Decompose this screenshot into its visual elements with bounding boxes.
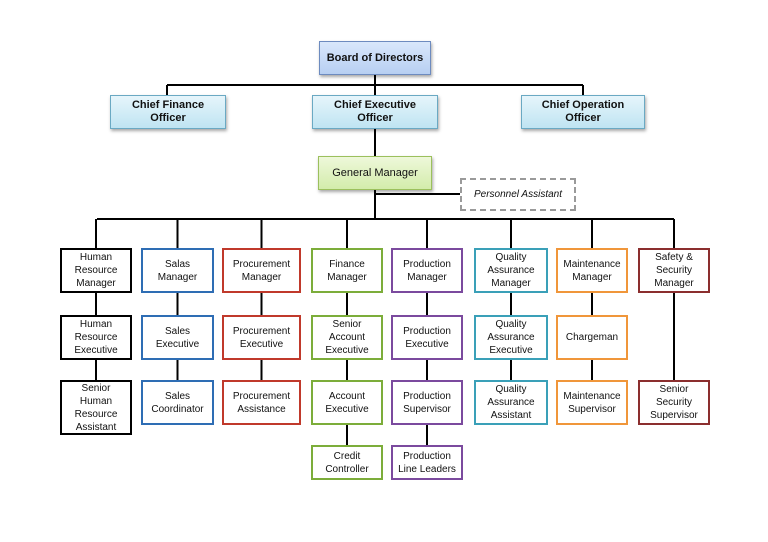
dept-box-4-3: Production Line Leaders [391,445,463,480]
dept-box-4-1: Production Executive [391,315,463,360]
dept-box-0-1: Human Resource Executive [60,315,132,360]
dept-box-5-0: Quality Assurance Manager [474,248,548,293]
dept-box-2-1: Procurement Executive [222,315,301,360]
dept-box-3-1: Senior Account Executive [311,315,383,360]
ceo-box: Chief Executive Officer [312,95,438,129]
coo-box: Chief Operation Officer [521,95,645,129]
dept-box-7-0: Safety & Security Manager [638,248,710,293]
dept-box-0-0: Human Resource Manager [60,248,132,293]
dept-box-0-2: Senior Human Resource Assistant [60,380,132,435]
dept-box-7-1: Senior Security Supervisor [638,380,710,425]
general-manager-box: General Manager [318,156,432,190]
dept-box-4-2: Production Supervisor [391,380,463,425]
cfo-box: Chief Finance Officer [110,95,226,129]
dept-box-3-0: Finance Manager [311,248,383,293]
personnel-assistant-box: Personnel Assistant [460,178,576,211]
dept-box-5-2: Quality Assurance Assistant [474,380,548,425]
dept-box-1-1: Sales Executive [141,315,214,360]
dept-box-3-3: Credit Controller [311,445,383,480]
dept-box-6-1: Chargeman [556,315,628,360]
dept-box-2-0: Procurement Manager [222,248,301,293]
dept-box-1-0: Salas Manager [141,248,214,293]
department-connectors [95,219,675,445]
dept-box-5-1: Quality Assurance Executive [474,315,548,360]
dept-box-1-2: Sales Coordinator [141,380,214,425]
dept-box-6-0: Maintenance Manager [556,248,628,293]
dept-box-2-2: Procurement Assistance [222,380,301,425]
board-of-directors-box: Board of Directors [319,41,431,75]
dept-box-3-2: Account Executive [311,380,383,425]
dept-box-6-2: Maintenance Supervisor [556,380,628,425]
dept-box-4-0: Production Manager [391,248,463,293]
